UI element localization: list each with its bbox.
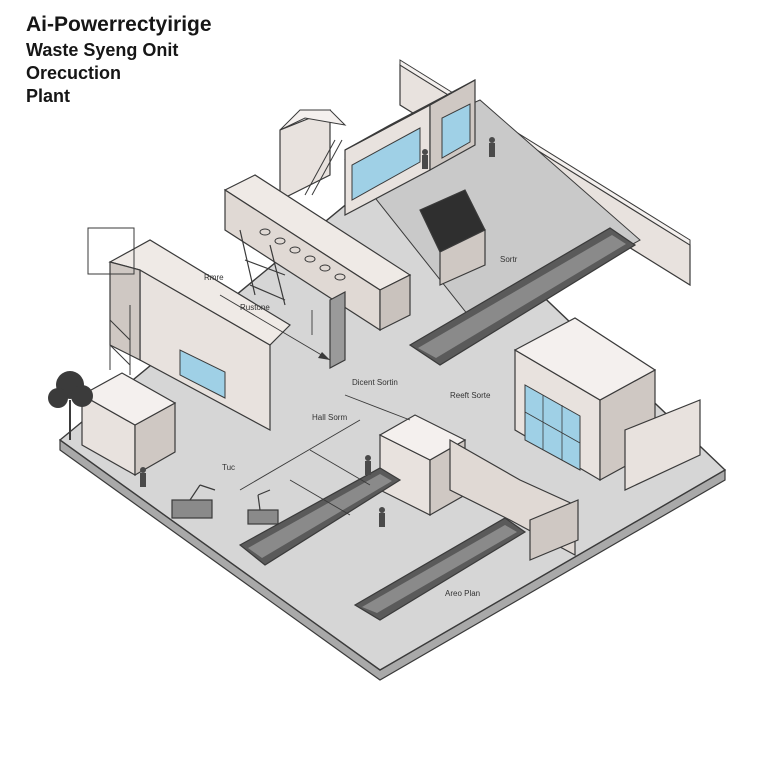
label-left-bay: Rmre (204, 273, 224, 282)
office-roof (513, 317, 657, 401)
annex-front (624, 399, 701, 491)
side-window (441, 103, 471, 159)
flow-arrows (219, 294, 411, 516)
robot-console-base (439, 229, 486, 286)
sorter-items (259, 228, 346, 281)
label-sort-ahead: Reeft Sorte (450, 391, 491, 400)
hopper-control-box (529, 499, 579, 561)
title-line-3: Orecuction (26, 63, 122, 83)
elevated-sorter-side (379, 274, 411, 331)
label-sorter-top: Sortr (500, 255, 518, 264)
left-wing-window (179, 349, 226, 399)
steel-truss (239, 229, 286, 306)
central-station-top (378, 414, 467, 461)
label-mid-station: Hall Sorm (312, 413, 347, 422)
left-wing-side (109, 261, 141, 361)
control-room-window (351, 127, 421, 201)
title-line-1: Ai-Powerrectyirige (26, 13, 212, 36)
stair-tower-roof (279, 109, 347, 131)
title-line-4: Plant (26, 86, 71, 106)
label-direct-sorting: Dicent Sortin (352, 378, 398, 387)
label-area-panel: Areo Plan (445, 589, 480, 598)
label-rust-stone: Rustone (240, 303, 270, 312)
robot-arm-icon-2 (247, 489, 279, 525)
support-column (329, 291, 346, 369)
title-line-2: Waste Syeng Onit (26, 40, 179, 60)
tree-icon (48, 371, 93, 408)
storage-roof (80, 372, 177, 426)
label-tool: Tuc (222, 463, 235, 472)
side-sign (87, 227, 135, 275)
scaffold (109, 300, 131, 375)
robot-arm-icon (171, 484, 216, 519)
worker-figures (140, 137, 495, 527)
title-block: Ai-Powerrectyirige Waste Syeng Onit Orec… (26, 14, 212, 110)
control-building-roof (344, 79, 476, 151)
